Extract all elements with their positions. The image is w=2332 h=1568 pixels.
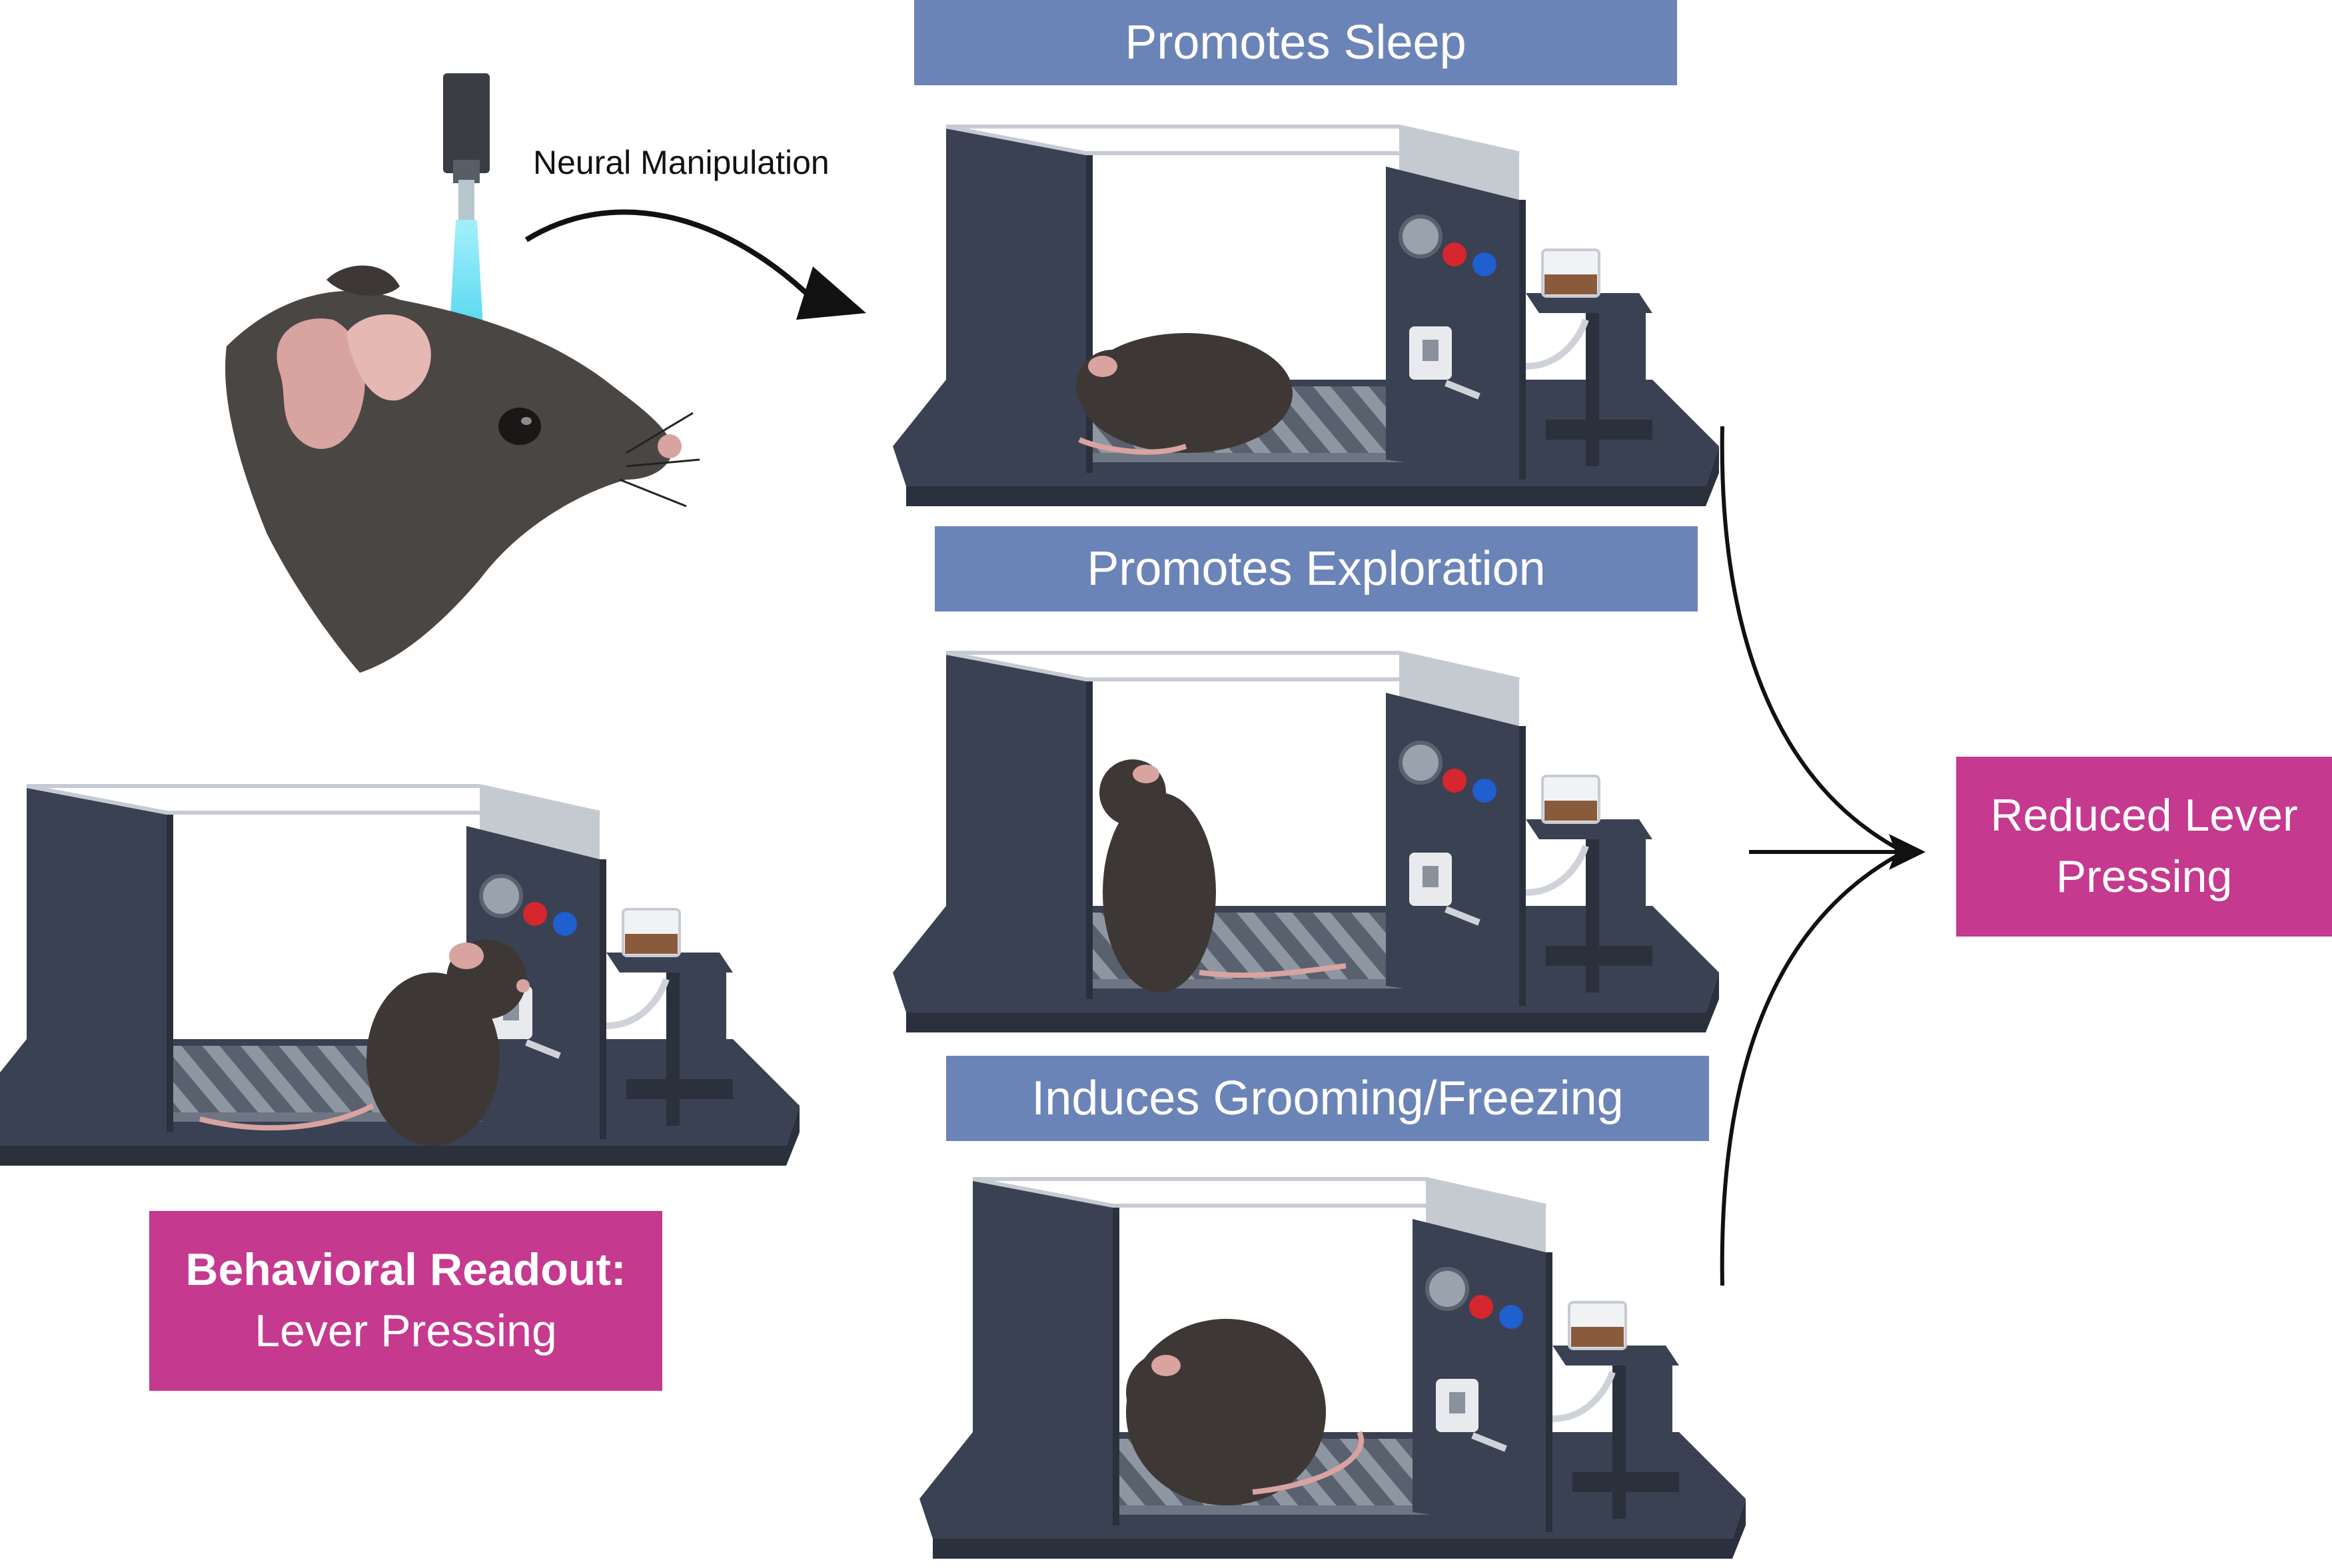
result-box: Reduced Lever Pressing (1956, 757, 2332, 937)
converging-arrows (1720, 426, 1926, 1286)
grooming-mouse-icon (1126, 1319, 1364, 1505)
operant-chamber-baseline (0, 786, 800, 1166)
outcome-label-exploration: Promotes Exploration (935, 526, 1698, 611)
outcome-label-exploration-text: Promotes Exploration (1087, 542, 1546, 595)
mouse-lever-pressing-icon (199, 939, 530, 1146)
operant-chamber-grooming (919, 1179, 1746, 1559)
operant-chamber-exploration (893, 653, 1719, 1032)
outcome-label-grooming-text: Induces Grooming/Freezing (1031, 1072, 1624, 1125)
operant-chamber-sleep (893, 127, 1719, 506)
result-line-2: Pressing (2055, 851, 2233, 902)
mouse-head-icon (225, 265, 700, 673)
exploring-mouse-icon (1099, 759, 1347, 992)
readout-subtitle: Lever Pressing (255, 1306, 557, 1356)
result-line-1: Reduced Lever (1990, 790, 2298, 841)
behavioral-readout-box: Behavioral Readout: Lever Pressing (149, 1211, 662, 1391)
neural-manipulation-arrow (524, 209, 866, 320)
arrow-label: Neural Manipulation (533, 144, 830, 181)
outcome-label-grooming: Induces Grooming/Freezing (946, 1056, 1709, 1141)
readout-title: Behavioral Readout: (185, 1244, 626, 1296)
outcome-label-sleep-text: Promotes Sleep (1125, 16, 1466, 69)
sleeping-mouse-icon (1076, 333, 1293, 455)
outcome-label-sleep: Promotes Sleep (914, 0, 1677, 85)
